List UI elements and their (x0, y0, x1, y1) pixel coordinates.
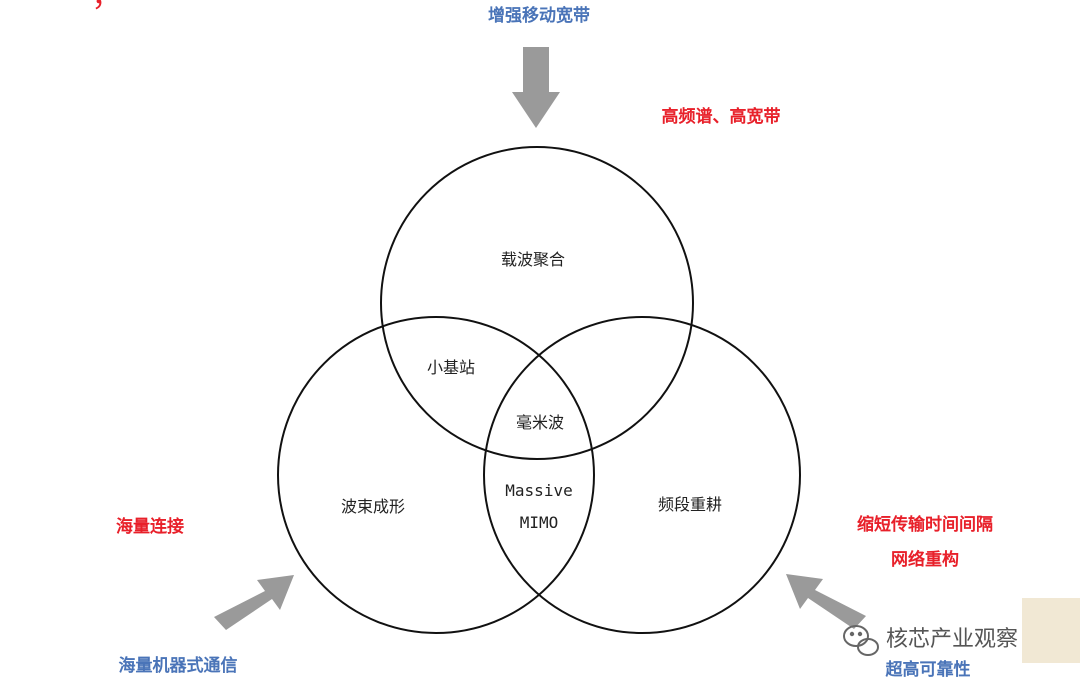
arrow-top-icon (512, 47, 560, 128)
watermark-text: 核芯产业观察 (886, 627, 1018, 652)
tech-top-left-overlap-label: 小基站 (427, 358, 475, 377)
tech-left-circle-label: 波束成形 (341, 497, 405, 516)
scenario-bottom-left-label: 海量机器式通信 (119, 655, 238, 676)
arrow-bottom-right-icon (786, 574, 866, 629)
watermark: 核芯产业观察 (843, 598, 1080, 663)
requirement-right-label-line1: 缩短传输时间间隔 (857, 514, 993, 535)
tech-center-label-line2: MIMO (520, 513, 559, 532)
tech-center-label-line1: Massive (505, 481, 572, 500)
arrow-bottom-left-icon (214, 575, 294, 630)
scenario-top-label: 增强移动宽带 (488, 5, 590, 26)
tech-right-circle-label: 频段重耕 (658, 495, 722, 514)
requirement-top-right-label: 高频谱、高宽带 (662, 106, 781, 127)
circle-left (277, 316, 595, 634)
requirement-right-label-line2: 网络重构 (891, 549, 959, 570)
circle-top (380, 146, 694, 460)
wechat-icon (843, 625, 879, 656)
requirement-left-label: 海量连接 (116, 516, 184, 537)
scenario-bottom-right-label: 超高可靠性 (886, 659, 971, 680)
circle-right (483, 316, 801, 634)
tech-top-right-overlap-label: 毫米波 (516, 413, 564, 432)
watermark-background-patch (1022, 598, 1080, 663)
cut-off-heading-fragment: ᵍ ᵍ，ᵖ (58, 0, 134, 14)
tech-top-circle-label: 载波聚合 (501, 250, 565, 269)
